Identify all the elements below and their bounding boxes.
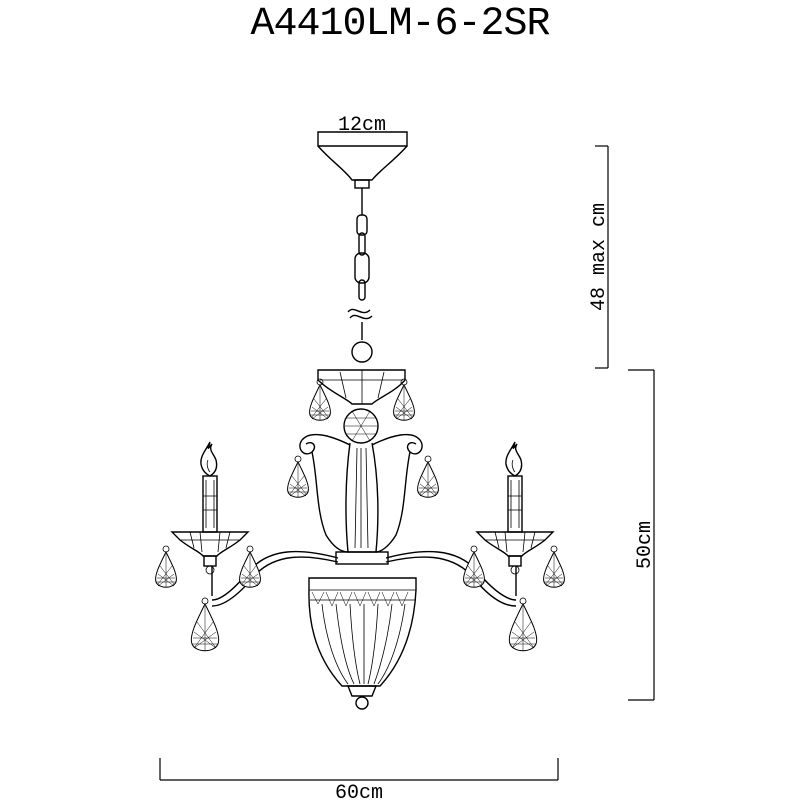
right-candle (476, 441, 554, 575)
left-candle (171, 441, 249, 575)
dimension-width: 60cm (159, 758, 559, 800)
dimension-canopy: 12cm (338, 114, 386, 137)
chain (347, 214, 373, 363)
dim-label-height: 50cm (634, 521, 657, 569)
dimension-chain: 48 max cm (588, 145, 611, 369)
canopy (317, 131, 408, 215)
dim-label-canopy: 12cm (338, 114, 386, 137)
dim-label-width: 60cm (335, 782, 383, 800)
dimension-height: 50cm (628, 369, 657, 701)
dim-label-chain: 48 max cm (588, 203, 611, 311)
central-body (299, 369, 423, 710)
model-title: A4410LM-6-2SR (250, 2, 550, 47)
